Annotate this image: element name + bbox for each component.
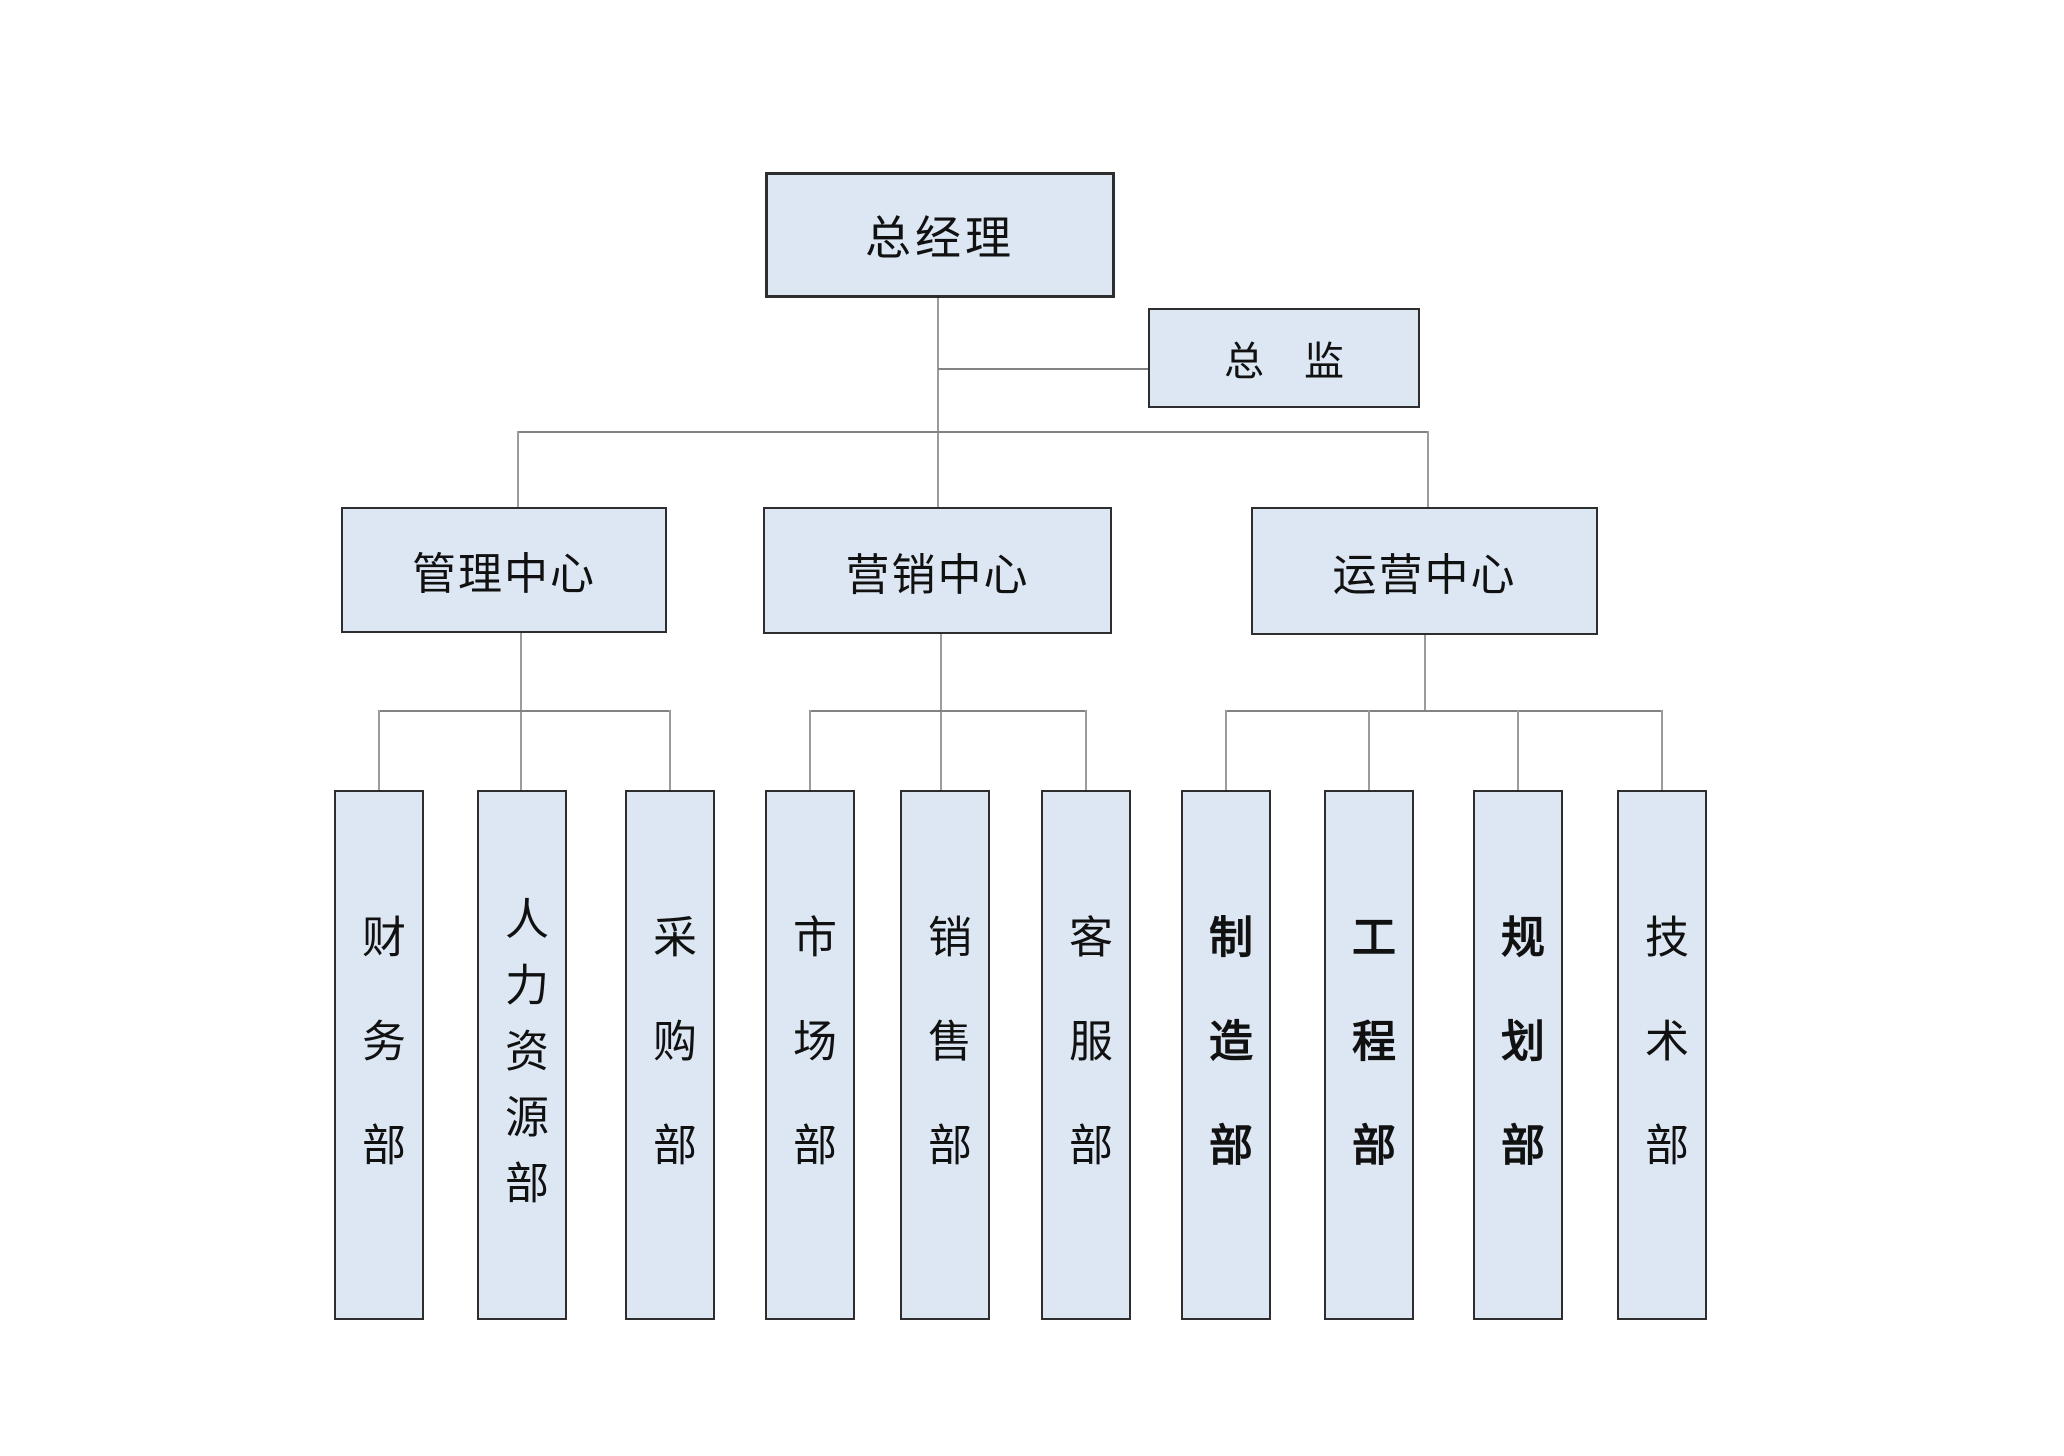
node-dept-engineering: 工程部 — [1324, 790, 1414, 1320]
node-dept-technology-label: 技术部 — [1638, 914, 1687, 1226]
connector-center1-drop — [517, 431, 519, 507]
connector-director-branch — [938, 368, 1148, 370]
node-dept-finance: 财务部 — [334, 790, 424, 1320]
connector-group2-trunk — [940, 634, 942, 790]
node-general-manager-label: 总经理 — [865, 213, 1015, 264]
node-dept-hr: 人力资源部 — [477, 790, 567, 1320]
connector-group2-drop3 — [1085, 710, 1087, 790]
node-marketing-center: 营销中心 — [763, 507, 1112, 634]
connector-group3-drop1 — [1225, 710, 1227, 790]
node-dept-customer-service-label: 客服部 — [1062, 914, 1111, 1226]
node-dept-engineering-label: 工程部 — [1345, 914, 1394, 1226]
node-dept-procurement: 采购部 — [625, 790, 715, 1320]
node-dept-technology: 技术部 — [1617, 790, 1707, 1320]
node-operations-center-label: 运营中心 — [1332, 551, 1517, 600]
connector-group1-drop1 — [378, 710, 380, 790]
connector-group3-trunk — [1424, 635, 1426, 712]
node-management-center: 管理中心 — [341, 507, 667, 633]
node-dept-planning-label: 规划部 — [1494, 914, 1543, 1226]
node-dept-market-label: 市场部 — [786, 914, 835, 1226]
connector-group2-bus — [810, 710, 1086, 712]
node-dept-sales: 销售部 — [900, 790, 990, 1320]
node-dept-finance-label: 财务部 — [355, 914, 404, 1226]
connector-root-trunk — [937, 298, 939, 507]
connector-group1-drop3 — [669, 710, 671, 790]
connector-group2-drop1 — [809, 710, 811, 790]
node-dept-sales-label: 销售部 — [921, 914, 970, 1226]
connector-centers-bus — [518, 431, 1428, 433]
node-dept-planning: 规划部 — [1473, 790, 1563, 1320]
connector-group3-drop4 — [1661, 710, 1663, 790]
connector-group3-drop3 — [1517, 710, 1519, 790]
node-general-manager: 总经理 — [765, 172, 1115, 298]
node-dept-manufacturing: 制造部 — [1181, 790, 1271, 1320]
node-operations-center: 运营中心 — [1251, 507, 1598, 635]
node-director: 总 监 — [1148, 308, 1420, 408]
node-management-center-label: 管理中心 — [412, 550, 596, 599]
node-dept-hr-label: 人力资源部 — [498, 895, 547, 1226]
connector-group3-drop2 — [1368, 710, 1370, 790]
connector-group3-bus — [1226, 710, 1662, 712]
node-marketing-center-label: 营销中心 — [845, 550, 1030, 600]
node-dept-customer-service: 客服部 — [1041, 790, 1131, 1320]
node-dept-market: 市场部 — [765, 790, 855, 1320]
connector-group1-bus — [379, 710, 670, 712]
connector-center3-drop — [1427, 431, 1429, 507]
node-dept-procurement-label: 采购部 — [646, 914, 695, 1226]
node-director-label: 总 监 — [1224, 339, 1344, 384]
node-dept-manufacturing-label: 制造部 — [1202, 914, 1251, 1226]
